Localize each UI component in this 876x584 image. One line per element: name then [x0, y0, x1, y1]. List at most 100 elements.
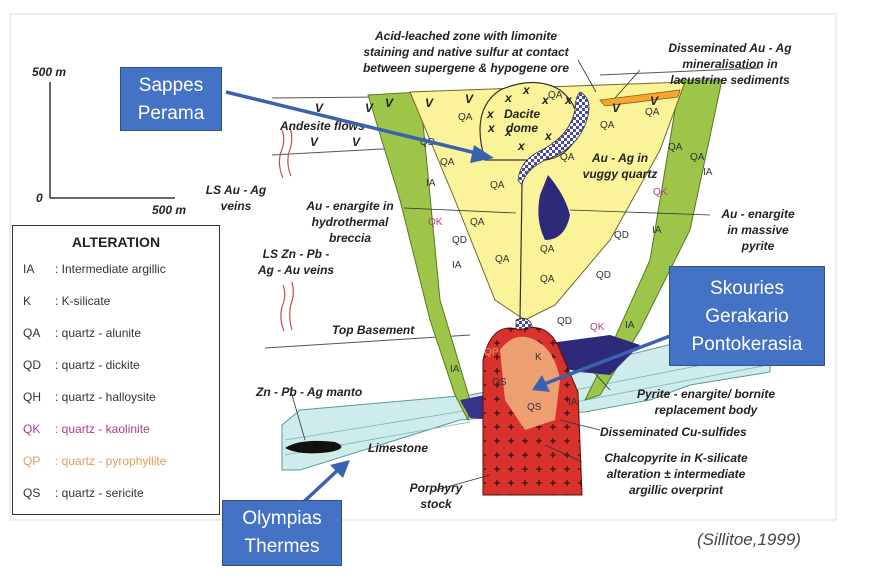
scale-top-label: 500 m	[32, 65, 66, 79]
porphyry-label-1: Porphyry	[410, 481, 464, 495]
diagram-labels: Acid-leached zone with limonite staining…	[206, 29, 795, 511]
breccia-label-2: hydrothermal	[312, 215, 389, 229]
svg-text:QD: QD	[596, 270, 611, 281]
chalcopyrite-label-3: argillic overprint	[629, 483, 724, 497]
breccia-label-1: Au - enargite in	[305, 199, 393, 213]
svg-text:QA: QA	[645, 107, 660, 118]
callout-sappes-perama: Sappes Perama	[120, 67, 222, 131]
dacite-label-2: dome	[506, 121, 538, 135]
callout-skouries-line-1: Skouries	[710, 278, 784, 299]
dacite-dome	[479, 81, 579, 162]
dissem-au-ag-label-2: mineralisation in	[682, 57, 777, 71]
svg-text:x: x	[487, 121, 496, 135]
legend-item-k: K: K-silicate	[23, 294, 111, 308]
svg-text:QA: QA	[490, 180, 505, 191]
svg-text:x: x	[504, 91, 513, 105]
svg-text:IA: IA	[568, 397, 578, 408]
callout-sappes-line-2: Perama	[137, 103, 205, 124]
top-basement-label: Top Basement	[332, 323, 415, 337]
ls-zn-label-2: Ag - Au veins	[257, 263, 335, 277]
svg-text:QA: QA	[440, 157, 455, 168]
porphyry-label-2: stock	[420, 497, 453, 511]
acid-leached-label-2: staining and native sulfur at contact	[363, 45, 569, 59]
svg-text:IA: IA	[625, 320, 635, 331]
vuggy-label-1: Au - Ag in	[591, 151, 648, 165]
callout-olympias-line-1: Olympias	[242, 508, 322, 529]
svg-text:QK: QK	[653, 187, 668, 198]
callout-olympias: Olympias Thermes	[222, 500, 342, 566]
scale-origin-label: 0	[36, 191, 43, 205]
svg-text:V: V	[315, 101, 324, 115]
acid-leached-label-1: Acid-leached zone with limonite	[374, 29, 557, 43]
svg-text:QA: QA	[548, 90, 563, 101]
callout-skouries: Skouries Gerakario Pontokerasia	[669, 266, 825, 366]
svg-text:QA: QA	[495, 254, 510, 265]
qs-zone	[500, 336, 560, 430]
legend-item-qk: QK: quartz - kaolinite	[23, 422, 150, 436]
chalcopyrite-label-1: Chalcopyrite in K-silicate	[604, 451, 748, 465]
ia-zone-right	[584, 79, 723, 401]
breccia-pipe	[517, 91, 590, 186]
svg-text:IA: IA	[450, 364, 460, 375]
lacustrine-sediments	[599, 89, 681, 107]
callout-sappes-line-1: Sappes	[138, 75, 204, 96]
svg-text:V: V	[465, 92, 474, 106]
callout-olympias-line-2: Thermes	[244, 536, 320, 557]
svg-text:IA: IA	[703, 167, 713, 178]
ls-veins	[278, 127, 294, 332]
legend-title: ALTERATION	[71, 234, 161, 250]
svg-text:V: V	[650, 94, 659, 108]
diss-cu-label: Disseminated Cu-sulfides	[600, 425, 747, 439]
callout-arrows	[225, 90, 671, 512]
svg-text:QA: QA	[470, 217, 485, 228]
svg-text:QA: QA	[458, 112, 473, 123]
manto-label: Zn - Pb - Ag manto	[255, 385, 362, 399]
legend-item-qh: QH: quartz - halloysite	[23, 390, 156, 404]
svg-text:x: x	[544, 129, 553, 143]
svg-text:QK: QK	[590, 322, 605, 333]
ls-au-ag-label-1: LS Au - Ag	[206, 183, 267, 197]
acid-leached-label-3: between supergene & hypogene ore	[363, 61, 569, 75]
leader-lines	[289, 59, 711, 491]
svg-text:x: x	[504, 125, 513, 139]
breccia-label-3: breccia	[329, 231, 371, 245]
manto-body	[285, 440, 342, 454]
dissem-au-ag-label-3: lacustrine sediments	[670, 73, 790, 87]
alteration-legend: ALTERATION IA: Intermediate argillic K: …	[12, 225, 220, 515]
callout-skouries-line-2: Gerakario	[705, 306, 789, 327]
feeder-conduit	[519, 184, 523, 321]
svg-text:QA: QA	[668, 142, 683, 153]
svg-text:x: x	[522, 83, 531, 97]
svg-text:IA: IA	[452, 260, 462, 271]
replacement-label-1: Pyrite - enargite/ bornite	[637, 387, 775, 401]
svg-text:QD: QD	[614, 230, 629, 241]
svg-text:QS: QS	[527, 402, 542, 413]
andesite-label: Andesite flows	[279, 119, 365, 133]
scale-bar: 500 m 0 500 m	[32, 65, 186, 217]
scale-right-label: 500 m	[152, 203, 186, 217]
svg-text:QA: QA	[540, 274, 555, 285]
svg-text:QK: QK	[428, 217, 443, 228]
legend-item-qp: QP: quartz - pyrophyllite	[23, 454, 167, 468]
vuggy-label-2: vuggy quartz	[583, 167, 658, 181]
svg-text:QP: QP	[484, 347, 499, 358]
svg-text:IA: IA	[426, 178, 436, 189]
svg-text:x: x	[486, 107, 495, 121]
svg-text:IA: IA	[652, 225, 662, 236]
svg-text:x: x	[517, 139, 526, 153]
massive-pyrite	[538, 175, 570, 240]
ls-au-ag-label-2: veins	[221, 199, 252, 213]
legend-item-qa: QA: quartz - alunite	[23, 326, 142, 340]
svg-text:V: V	[612, 101, 621, 115]
svg-text:V: V	[425, 96, 434, 110]
chalcopyrite-label-2: alteration ± intermediate	[607, 467, 746, 481]
svg-text:QA: QA	[560, 152, 575, 163]
svg-text:V: V	[365, 101, 374, 115]
legend-item-ia: IA: Intermediate argillic	[23, 262, 166, 276]
dacite-label-1: Dacite	[504, 107, 540, 121]
pyrite-label-3: pyrite	[741, 239, 775, 253]
replacement-label-2: replacement body	[655, 403, 759, 417]
svg-text:QS: QS	[492, 377, 507, 388]
svg-text:V: V	[385, 96, 394, 110]
